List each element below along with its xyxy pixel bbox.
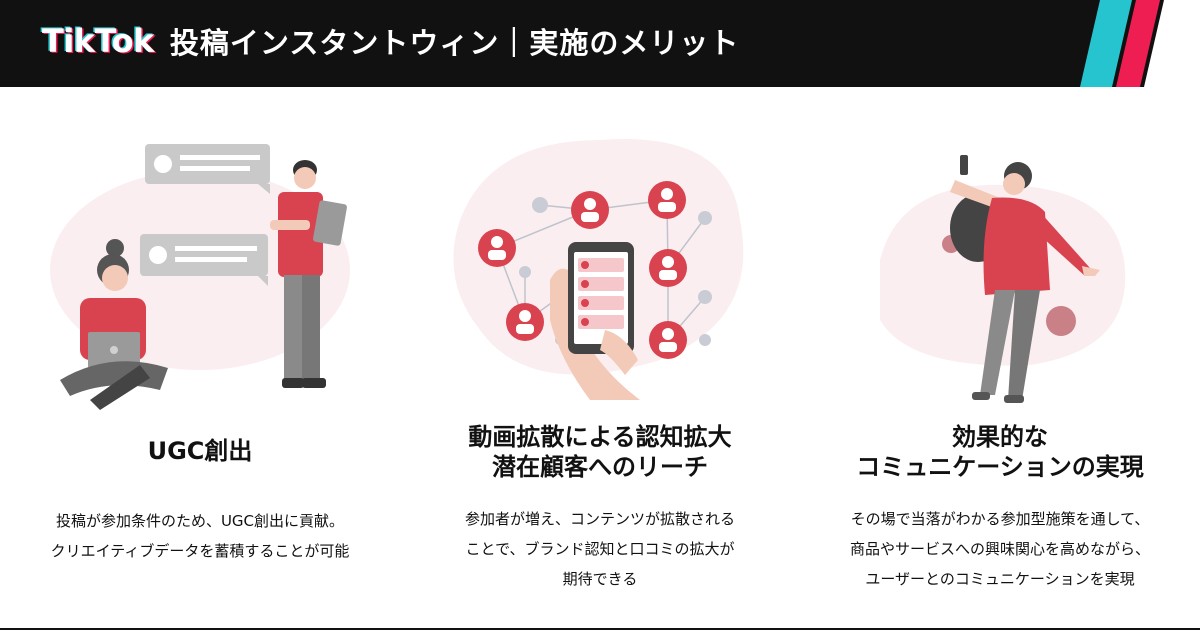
selfie-woman-illustration	[880, 155, 1126, 403]
benefit-description-line: 商品やサービスへの興味関心を高めながら、	[849, 540, 1150, 558]
benefit-description: 参加者が増え、コンテンツが拡散される ことで、ブランド認知と口コミの拡大が 期待…	[400, 504, 800, 594]
benefit-title-line: 動画拡散による認知拡大	[468, 423, 732, 451]
user-profile-node-icon	[506, 303, 544, 341]
woman-with-laptop-icon	[60, 239, 168, 410]
benefit-title-line: 効果的な	[952, 423, 1048, 451]
benefit-card-reach: 動画拡散による認知拡大 潜在顧客へのリーチ 参加者が増え、コンテンツが拡散される…	[400, 100, 800, 610]
speech-bubble-icon	[140, 234, 268, 286]
decorative-stripes	[1080, 0, 1200, 87]
woman-taking-selfie-icon	[950, 155, 1100, 403]
bottom-divider	[0, 628, 1200, 630]
benefit-title-line: コミュニケーションの実現	[856, 453, 1144, 481]
social-network-phone-illustration	[453, 139, 744, 400]
benefit-card-communication: 効果的な コミュニケーションの実現 その場で当落がわかる参加型施策を通して、 商…	[800, 100, 1200, 610]
man-with-tablet-icon	[270, 160, 347, 388]
user-profile-node-icon	[649, 321, 687, 359]
header-banner: TikTok 投稿インスタントウィン｜実施のメリット	[0, 0, 1200, 87]
benefit-title: 動画拡散による認知拡大 潜在顧客へのリーチ	[400, 422, 800, 482]
benefit-title: UGC創出	[0, 436, 400, 466]
hand-holding-phone-icon	[550, 242, 640, 400]
benefit-title: 効果的な コミュニケーションの実現	[800, 422, 1200, 482]
benefit-title-line: 潜在顧客へのリーチ	[492, 453, 708, 481]
benefit-description-line: その場で当落がわかる参加型施策を通して、	[850, 510, 1150, 528]
user-profile-node-icon	[649, 249, 687, 287]
user-profile-node-icon	[571, 191, 609, 229]
ugc-creation-illustration	[50, 144, 350, 410]
benefit-description-line: ユーザーとのコミュニケーションを実現	[865, 570, 1135, 588]
benefit-description: その場で当落がわかる参加型施策を通して、 商品やサービスへの興味関心を高めながら…	[800, 504, 1200, 594]
benefit-description-line: ことで、ブランド認知と口コミの拡大が	[465, 540, 735, 558]
user-profile-node-icon	[648, 181, 686, 219]
benefit-description: 投稿が参加条件のため、UGC創出に貢献。 クリエイティブデータを蓄積することが可…	[0, 506, 400, 566]
benefit-description-line: 参加者が増え、コンテンツが拡散される	[464, 510, 735, 528]
tiktok-logo: TikTok	[42, 22, 154, 60]
benefit-description-line: クリエイティブデータを蓄積することが可能	[50, 542, 350, 560]
benefit-title-line: UGC創出	[147, 437, 253, 465]
benefit-description-line: 投稿が参加条件のため、UGC創出に貢献。	[55, 512, 345, 530]
page-title: 投稿インスタントウィン｜実施のメリット	[169, 26, 740, 60]
benefit-description-line: 期待できる	[562, 570, 638, 588]
benefit-card-ugc: UGC創出 投稿が参加条件のため、UGC創出に貢献。 クリエイティブデータを蓄積…	[0, 100, 400, 610]
user-profile-node-icon	[478, 229, 516, 267]
speech-bubble-icon	[145, 144, 270, 194]
header-title-group: TikTok 投稿インスタントウィン｜実施のメリット	[42, 20, 739, 62]
